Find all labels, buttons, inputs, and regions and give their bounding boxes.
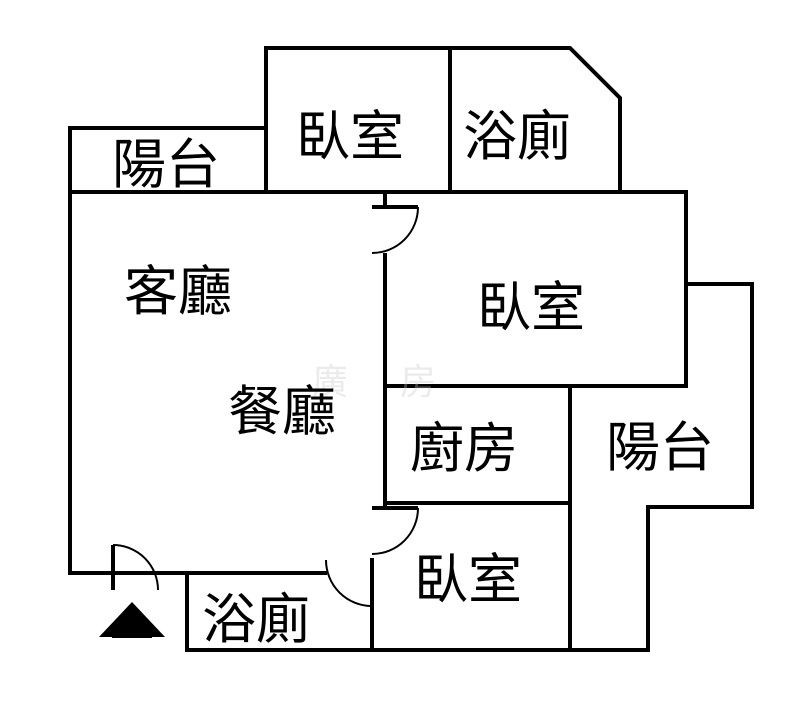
doors [111, 205, 419, 607]
bedroom-middle-door [371, 205, 419, 254]
room-label-balcony-right: 陽台 [606, 416, 714, 479]
room-label-dining-room: 餐廳 [228, 380, 336, 443]
dining-kitchen-door [371, 506, 419, 555]
room-label-bathroom-bottom: 浴廁 [202, 588, 310, 651]
bathroom-bottom-door [325, 559, 374, 607]
room-label-bathroom-top: 浴廁 [463, 105, 571, 168]
svg-text:房: 房 [400, 362, 436, 403]
room-label-bedroom-top: 臥室 [296, 105, 404, 168]
room-label-kitchen: 廚房 [410, 417, 518, 480]
room-label-balcony-top: 陽台 [112, 133, 220, 196]
room-label-bedroom-middle: 臥室 [477, 276, 585, 339]
svg-text:廣: 廣 [312, 362, 348, 403]
watermark: 廣 房 [312, 362, 436, 403]
entrance-arrow-icon [99, 602, 165, 638]
room-labels: 陽台 臥室 浴廁 客廳 臥室 餐廳 廚房 陽台 臥室 浴廁 [112, 105, 714, 651]
room-label-bedroom-bottom: 臥室 [414, 548, 522, 611]
entrance-door [111, 544, 159, 591]
room-label-living-room: 客廳 [124, 260, 232, 323]
outer-wall [68, 46, 754, 652]
